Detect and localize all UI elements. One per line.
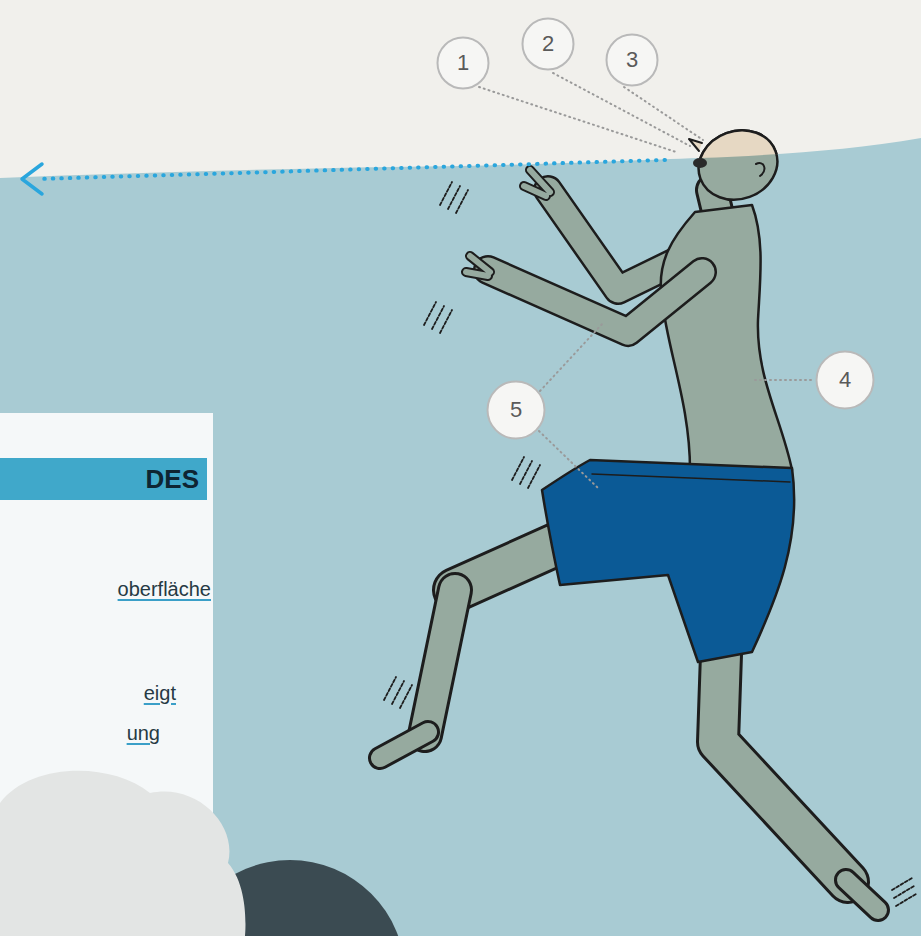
swimmer-figure bbox=[380, 119, 878, 910]
callout-number: 5 bbox=[486, 380, 546, 440]
shin bbox=[425, 590, 455, 735]
cloud-decoration bbox=[0, 753, 260, 936]
leg-outline bbox=[718, 625, 848, 882]
finger-outline bbox=[524, 170, 550, 196]
callout-label: 1 bbox=[457, 52, 469, 74]
list-item: ung bbox=[0, 721, 160, 745]
callout-label: 4 bbox=[839, 369, 851, 391]
foot-outline bbox=[380, 732, 428, 758]
finger-outline bbox=[466, 256, 490, 276]
leader-line bbox=[753, 379, 811, 381]
arm-outline bbox=[488, 270, 702, 332]
list-item: oberfläche bbox=[0, 577, 211, 601]
leader-lines bbox=[479, 73, 811, 488]
callout-number: 2 bbox=[521, 17, 575, 71]
list-item: eigt bbox=[0, 681, 176, 705]
callout-number: 4 bbox=[815, 350, 875, 410]
head-above-water bbox=[689, 119, 787, 210]
motion-mark bbox=[892, 878, 916, 906]
surface-arrow bbox=[40, 160, 665, 179]
callout-number: 3 bbox=[605, 33, 659, 87]
ear bbox=[756, 163, 764, 176]
leg bbox=[718, 625, 848, 882]
finger bbox=[524, 170, 550, 196]
water bbox=[0, 138, 921, 936]
callout-label: 3 bbox=[626, 49, 638, 71]
motion-marks bbox=[384, 182, 916, 906]
foot-outline bbox=[846, 880, 878, 910]
callout-label: 2 bbox=[542, 33, 554, 55]
callout-label: 5 bbox=[510, 399, 522, 421]
cloud bbox=[0, 771, 245, 936]
swim-shorts bbox=[542, 460, 794, 662]
leader-line bbox=[624, 87, 703, 140]
shin-outline bbox=[425, 590, 455, 735]
arm bbox=[488, 270, 702, 332]
motion-mark bbox=[384, 677, 412, 708]
callout-circle-shape bbox=[607, 35, 658, 86]
waistband bbox=[592, 474, 790, 482]
motion-mark bbox=[440, 182, 468, 213]
leader-line bbox=[540, 322, 604, 391]
open-mouth bbox=[693, 158, 707, 168]
finger bbox=[466, 256, 490, 276]
nose bbox=[689, 139, 702, 151]
head bbox=[689, 119, 787, 210]
foot bbox=[380, 732, 428, 758]
arrow-head bbox=[22, 164, 42, 194]
motion-mark bbox=[512, 457, 540, 488]
leader-line bbox=[479, 87, 676, 152]
info-panel: oberfläche eigt ung DES bbox=[0, 413, 213, 936]
callout-circle-shape bbox=[817, 352, 874, 409]
heading-text: DES bbox=[146, 466, 199, 492]
callout-circle-shape bbox=[438, 38, 489, 89]
foot bbox=[846, 880, 878, 910]
leader-line bbox=[539, 431, 598, 488]
torso bbox=[661, 205, 792, 470]
motion-mark bbox=[424, 302, 452, 333]
panel-heading: DES bbox=[0, 458, 207, 500]
callout-number: 1 bbox=[436, 36, 490, 90]
callout-circle-shape bbox=[523, 19, 574, 70]
callout-circle-shape bbox=[488, 382, 545, 439]
